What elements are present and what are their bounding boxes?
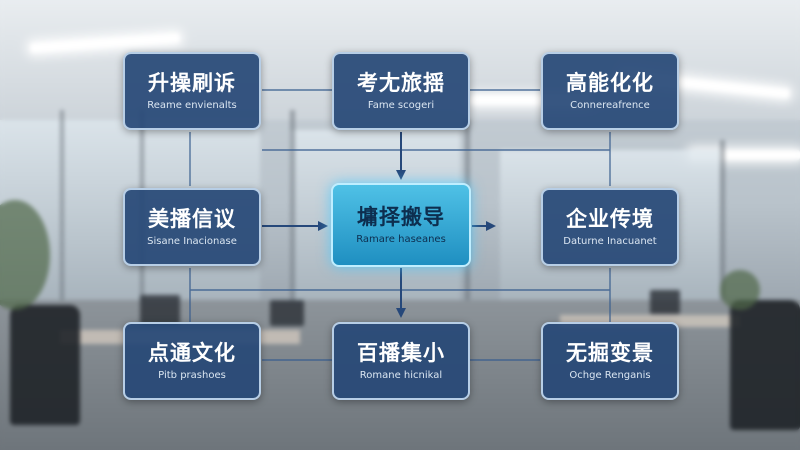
node-title: 墉择搬导: [357, 205, 445, 229]
node-mid-right[interactable]: 企业传境 Daturne Inacuanet: [541, 188, 679, 266]
node-subtitle: Reame envienalts: [147, 100, 237, 111]
node-mid-left[interactable]: 美播信议 Sisane Inacionase: [123, 188, 261, 266]
node-bottom-left[interactable]: 点通文化 Pitb prashoes: [123, 322, 261, 400]
node-subtitle: Ramare haseanes: [356, 234, 446, 245]
node-title: 企业传境: [566, 207, 654, 231]
node-bottom-center[interactable]: 百播集小 Romane hicnikal: [332, 322, 470, 400]
node-subtitle: Pitb prashoes: [158, 370, 226, 381]
node-bottom-right[interactable]: 无掘变景 Ochge Renganis: [541, 322, 679, 400]
node-title: 考尢旅揺: [357, 71, 445, 95]
node-subtitle: Romane hicnikal: [359, 370, 443, 381]
node-subtitle: Ochge Renganis: [569, 370, 651, 381]
node-center[interactable]: 墉择搬导 Ramare haseanes: [331, 183, 471, 267]
node-subtitle: Sisane Inacionase: [147, 236, 237, 247]
node-title: 百播集小: [357, 341, 445, 365]
node-title: 高能化化: [566, 71, 654, 95]
node-subtitle: Fame scogeri: [367, 100, 435, 111]
node-title: 点通文化: [148, 341, 236, 365]
node-title: 无掘变景: [566, 341, 654, 365]
node-top-right[interactable]: 高能化化 Connereafrence: [541, 52, 679, 130]
node-title: 美播信议: [148, 207, 236, 231]
node-subtitle: Connereafrence: [570, 100, 650, 111]
node-title: 升操刷诉: [148, 71, 236, 95]
node-subtitle: Daturne Inacuanet: [563, 236, 657, 247]
node-top-center[interactable]: 考尢旅揺 Fame scogeri: [332, 52, 470, 130]
node-top-left[interactable]: 升操刷诉 Reame envienalts: [123, 52, 261, 130]
